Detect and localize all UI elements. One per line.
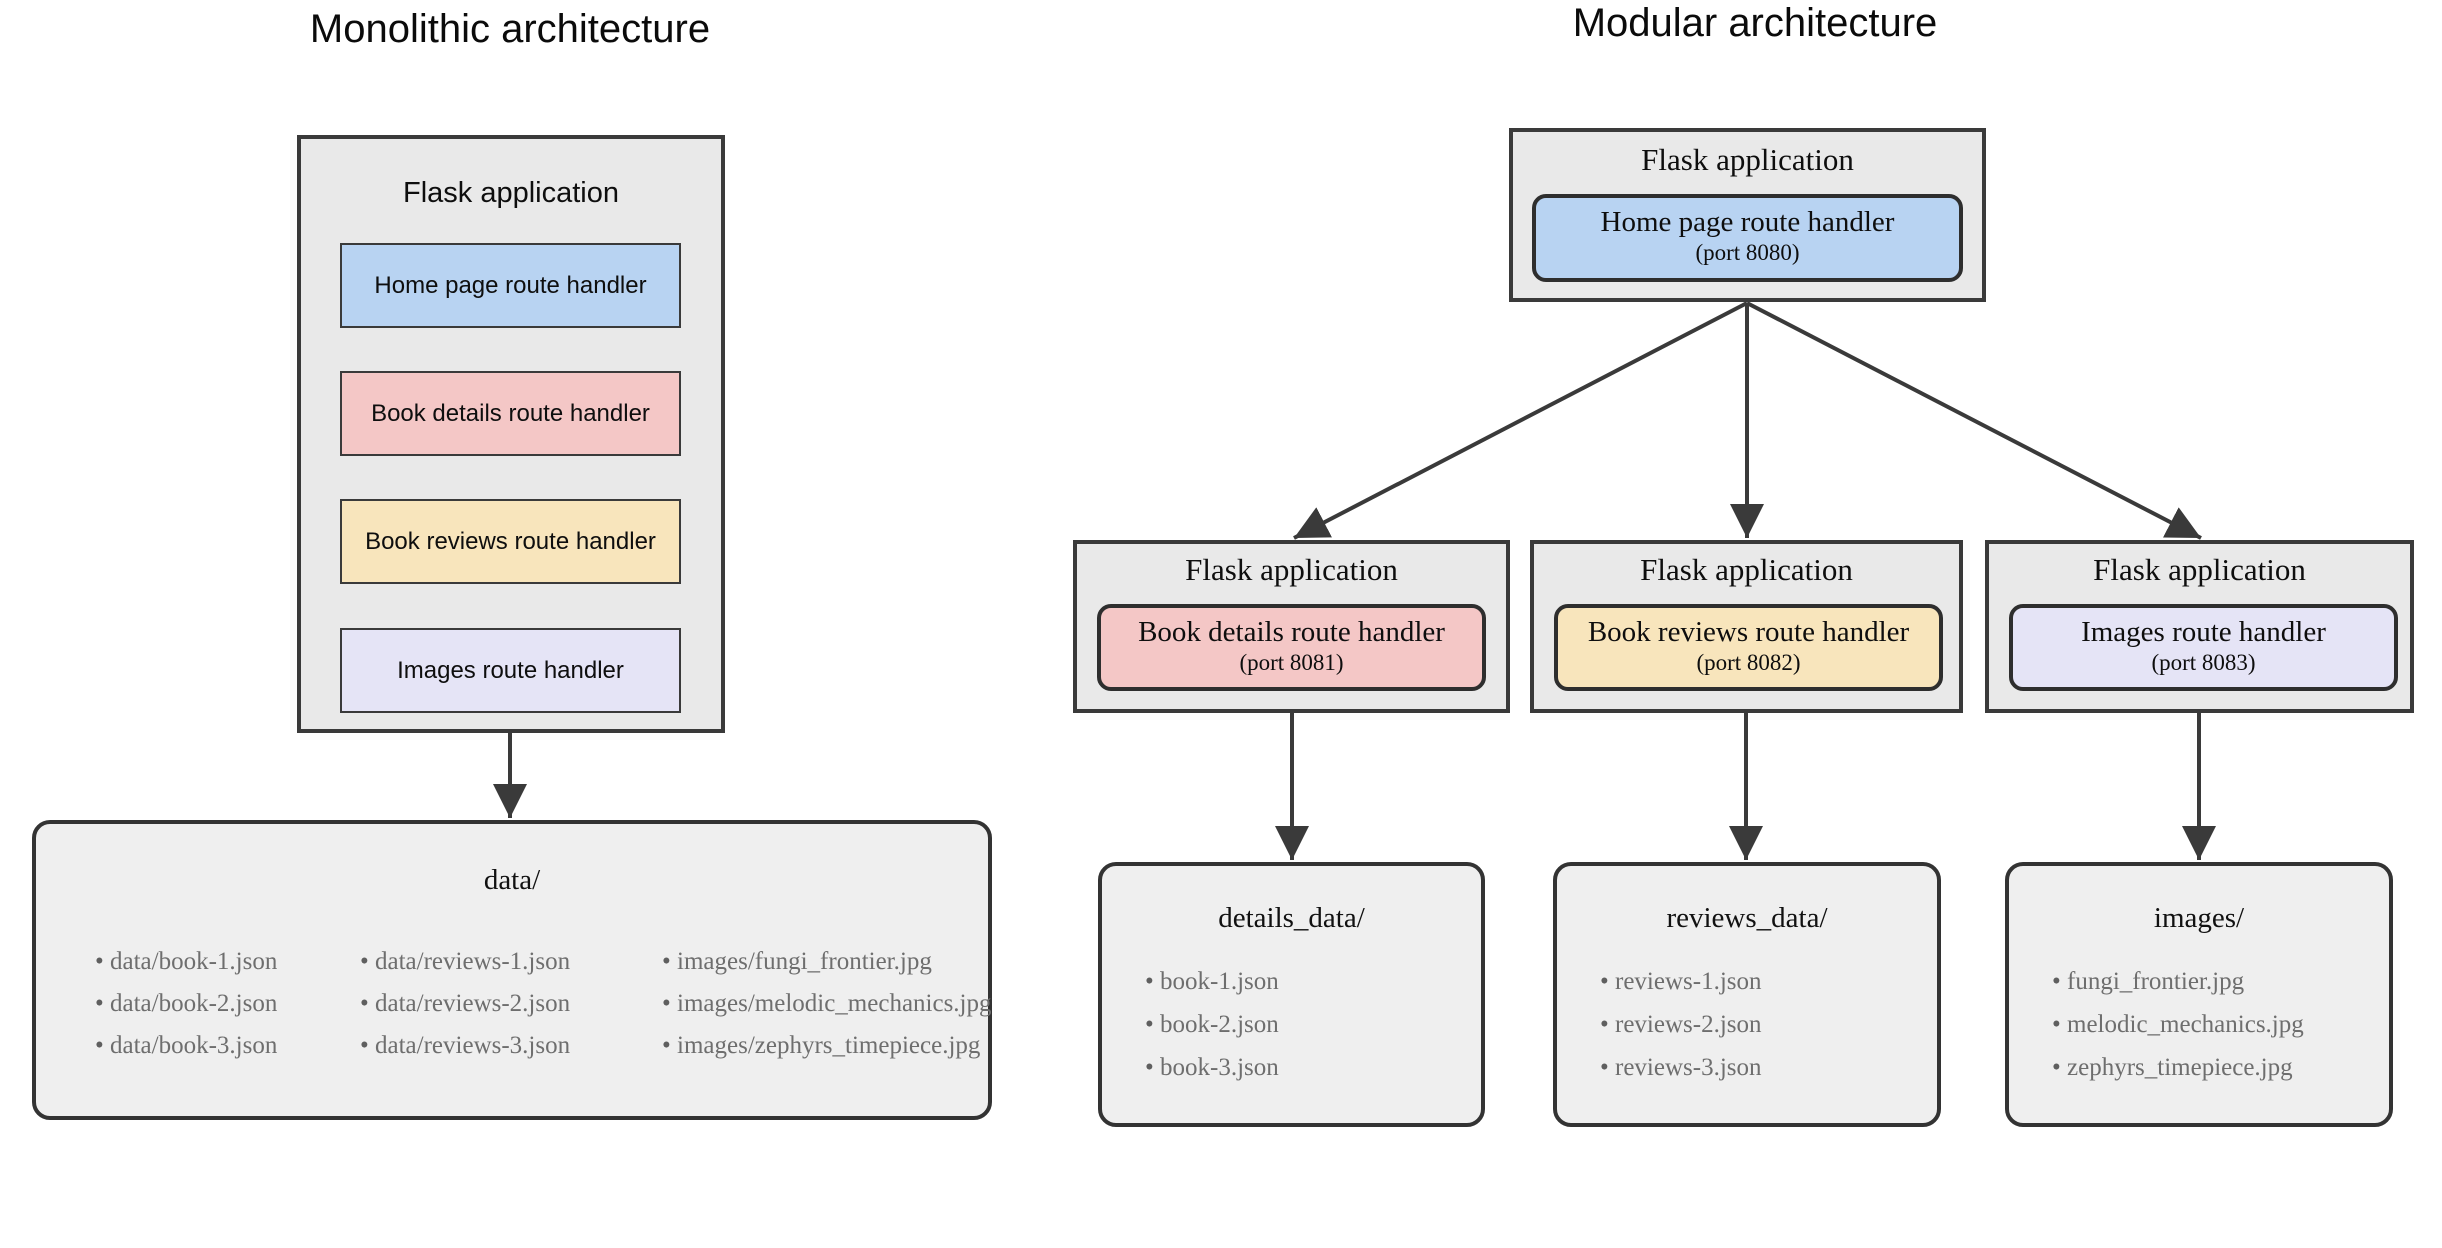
arrow-root-to-details-service xyxy=(1293,301,1748,540)
file-item: data/reviews-3.json xyxy=(360,1025,570,1067)
handler-book-reviews-label: Book reviews route handler xyxy=(365,527,656,555)
modular-root-app-title: Flask application xyxy=(1641,142,1854,177)
file-item: book-1.json xyxy=(1145,960,1279,1003)
handler-book-details-modular-label: Book details route handler xyxy=(1138,616,1445,648)
handler-home-page-modular-label: Home page route handler xyxy=(1600,206,1895,238)
modular-reviews-app-box: Flask application Book reviews route han… xyxy=(1530,540,1963,713)
handler-images: Images route handler xyxy=(340,628,681,713)
modular-reviews-app-title: Flask application xyxy=(1640,552,1853,587)
handler-images-modular-port: (port 8083) xyxy=(2151,650,2256,675)
handler-book-details-modular: Book details route handler (port 8081) xyxy=(1097,604,1486,691)
modular-images-app-box: Flask application Images route handler (… xyxy=(1985,540,2414,713)
handler-book-reviews: Book reviews route handler xyxy=(340,499,681,584)
handler-images-label: Images route handler xyxy=(397,656,624,684)
file-item: data/book-3.json xyxy=(95,1025,277,1067)
file-item: melodic_mechanics.jpg xyxy=(2052,1003,2304,1046)
file-item: images/melodic_mechanics.jpg xyxy=(662,983,992,1025)
handler-images-modular: Images route handler (port 8083) xyxy=(2009,604,2398,691)
file-item: data/book-2.json xyxy=(95,983,277,1025)
handler-home-page: Home page route handler xyxy=(340,243,681,328)
file-item: reviews-2.json xyxy=(1600,1003,1762,1046)
details-data-file-list: book-1.json book-2.json book-3.json xyxy=(1145,960,1279,1089)
modular-details-app-box: Flask application Book details route han… xyxy=(1073,540,1510,713)
monolithic-data-store-title: data/ xyxy=(483,864,541,896)
data-store-column-images: images/fungi_frontier.jpg images/melodic… xyxy=(662,941,992,1067)
modular-details-app-title: Flask application xyxy=(1185,552,1398,587)
monolithic-flask-app-title: Flask application xyxy=(403,177,619,209)
file-item: data/book-1.json xyxy=(95,941,277,983)
file-item: fungi_frontier.jpg xyxy=(2052,960,2304,1003)
reviews-data-store-box: reviews_data/ reviews-1.json reviews-2.j… xyxy=(1553,862,1941,1127)
reviews-data-file-list: reviews-1.json reviews-2.json reviews-3.… xyxy=(1600,960,1762,1089)
images-data-file-list: fungi_frontier.jpg melodic_mechanics.jpg… xyxy=(2052,960,2304,1089)
handler-book-details: Book details route handler xyxy=(340,371,681,456)
monolithic-flask-app-box: Flask application Home page route handle… xyxy=(297,135,725,733)
file-item: images/fungi_frontier.jpg xyxy=(662,941,992,983)
arrow-root-to-images-service xyxy=(1746,301,2202,540)
data-store-column-books: data/book-1.json data/book-2.json data/b… xyxy=(95,941,277,1067)
handler-home-page-modular: Home page route handler (port 8080) xyxy=(1532,194,1963,282)
file-item: data/reviews-1.json xyxy=(360,941,570,983)
details-data-store-title: details_data/ xyxy=(1218,902,1365,934)
handler-images-modular-label: Images route handler xyxy=(2081,616,2326,648)
handler-book-reviews-modular-label: Book reviews route handler xyxy=(1587,616,1910,648)
file-item: book-3.json xyxy=(1145,1046,1279,1089)
file-item: data/reviews-2.json xyxy=(360,983,570,1025)
monolithic-data-store-box: data/ data/book-1.json data/book-2.json … xyxy=(32,820,992,1120)
handler-book-details-modular-port: (port 8081) xyxy=(1239,650,1344,675)
handler-book-reviews-modular: Book reviews route handler (port 8082) xyxy=(1554,604,1943,691)
images-data-store-box: images/ fungi_frontier.jpg melodic_mecha… xyxy=(2005,862,2393,1127)
file-item: images/zephyrs_timepiece.jpg xyxy=(662,1025,992,1067)
file-item: zephyrs_timepiece.jpg xyxy=(2052,1046,2304,1089)
details-data-store-box: details_data/ book-1.json book-2.json bo… xyxy=(1098,862,1485,1127)
modular-images-app-title: Flask application xyxy=(2093,552,2306,587)
reviews-data-store-title: reviews_data/ xyxy=(1666,902,1828,934)
data-store-column-reviews: data/reviews-1.json data/reviews-2.json … xyxy=(360,941,570,1067)
handler-home-page-modular-port: (port 8080) xyxy=(1695,240,1800,265)
handler-home-page-label: Home page route handler xyxy=(374,271,647,299)
file-item: reviews-3.json xyxy=(1600,1046,1762,1089)
images-data-store-title: images/ xyxy=(2153,902,2245,934)
handler-book-reviews-modular-port: (port 8082) xyxy=(1696,650,1801,675)
file-item: book-2.json xyxy=(1145,1003,1279,1046)
handler-book-details-label: Book details route handler xyxy=(371,399,650,427)
monolithic-section-title: Monolithic architecture xyxy=(309,7,711,51)
file-item: reviews-1.json xyxy=(1600,960,1762,1003)
modular-root-app-box: Flask application Home page route handle… xyxy=(1509,128,1986,302)
modular-section-title: Modular architecture xyxy=(1572,1,1938,45)
